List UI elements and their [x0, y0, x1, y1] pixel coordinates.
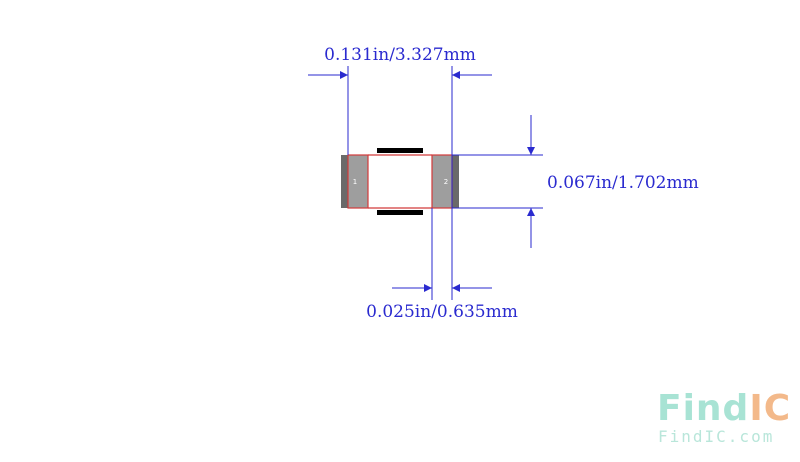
pad-1-label: 1	[353, 178, 357, 186]
pad-2: 2	[432, 155, 459, 208]
pad-width-label: 0.025in/0.635mm	[366, 302, 518, 322]
dimension-arrowheads	[340, 71, 535, 292]
silkscreen-bottom	[377, 210, 423, 215]
findic-logo: FindIC FindIC.com	[657, 388, 791, 446]
arrowhead-width-right	[452, 71, 460, 79]
silkscreen-top	[377, 148, 423, 153]
pad-height-label: 0.067in/1.702mm	[547, 173, 699, 193]
pad-1: 1	[341, 155, 368, 208]
overall-width-label: 0.131in/3.327mm	[324, 45, 476, 65]
arrowhead-padwidth-left	[424, 284, 432, 292]
logo-ic: IC	[749, 388, 791, 429]
pad-1-outline	[347, 154, 369, 209]
pad-1-edge	[341, 155, 348, 208]
logo-find: Find	[657, 388, 749, 429]
findic-site-text: FindIC.com	[658, 427, 774, 446]
findic-logo-text: FindIC	[657, 388, 791, 429]
arrowhead-height-top	[527, 147, 535, 155]
pad-2-label: 2	[444, 178, 448, 186]
pad-2-edge	[452, 155, 459, 208]
arrowhead-width-left	[340, 71, 348, 79]
arrowhead-height-bottom	[527, 208, 535, 216]
arrowhead-padwidth-right	[452, 284, 460, 292]
